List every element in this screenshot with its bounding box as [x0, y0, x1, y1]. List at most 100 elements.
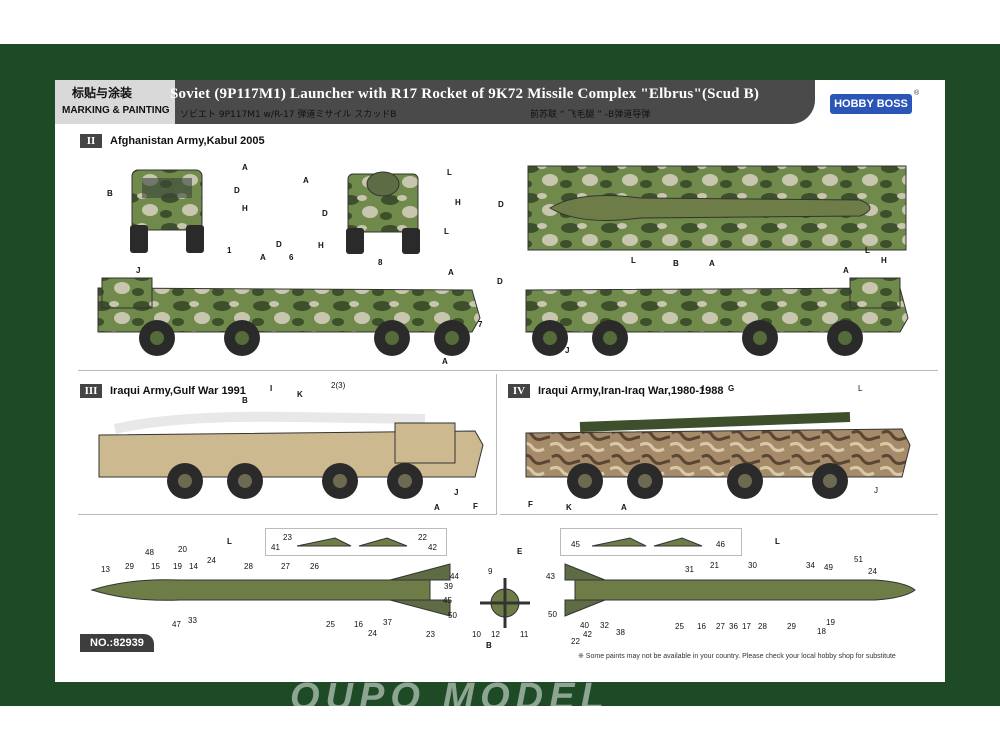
- watermark: OUPO MODEL: [290, 676, 610, 718]
- callout: L: [631, 256, 636, 265]
- section-iii-frame: [78, 374, 497, 515]
- callout: 43: [546, 572, 555, 581]
- callout: 28: [758, 622, 767, 631]
- callout: G: [728, 384, 735, 393]
- header-zh-label: 标贴与涂装: [72, 86, 133, 100]
- callout: 26: [310, 562, 319, 571]
- product-number: NO.:82939: [80, 634, 154, 652]
- callout: L: [775, 537, 780, 546]
- callout: 2(3): [331, 381, 346, 390]
- top-border: [0, 0, 1000, 44]
- subtitle-jp: ソビエト 9P117M1 w/R-17 弾道ミサイル スカッドB: [180, 110, 397, 120]
- callout: K: [297, 390, 303, 399]
- callout: 24: [868, 567, 877, 576]
- callout: H: [242, 204, 248, 213]
- callout: 27: [281, 562, 290, 571]
- callout: L: [444, 227, 449, 236]
- callout: 11: [520, 630, 529, 639]
- section-iv-label: Iraqui Army,Iran-Iraq War,1980-1988: [538, 385, 724, 397]
- paint-note: ※ Some paints may not be available in yo…: [578, 653, 896, 660]
- bottom-border: [0, 706, 1000, 750]
- truck-rear-view: [346, 171, 420, 254]
- callout: J: [565, 346, 570, 355]
- callout: 47: [172, 620, 181, 629]
- callout: 42: [583, 630, 592, 639]
- callout: 50: [448, 611, 457, 620]
- section-iv-frame: [500, 374, 938, 515]
- callout: B: [242, 396, 248, 405]
- callout: I: [270, 384, 273, 393]
- callout: 42: [428, 543, 437, 552]
- callout: 13: [101, 565, 110, 574]
- callout: 27: [716, 622, 725, 631]
- truck-front-view-1: [130, 169, 204, 253]
- callout: 49: [824, 563, 833, 572]
- truck-side-view-left: [97, 277, 481, 356]
- callout: A: [621, 503, 627, 512]
- callout: 16: [697, 622, 706, 631]
- callout: 22: [571, 637, 580, 646]
- callout: A: [843, 266, 849, 275]
- callout: D: [497, 277, 503, 286]
- callout: 19: [826, 618, 835, 627]
- callout: 24: [368, 629, 377, 638]
- section-ii-label: Afghanistan Army,Kabul 2005: [110, 135, 265, 147]
- callout: D: [498, 200, 504, 209]
- callout: L: [227, 537, 232, 546]
- callout: H: [455, 198, 461, 207]
- callout: 41: [271, 543, 280, 552]
- callout: 48: [145, 548, 154, 557]
- callout: B: [107, 189, 113, 198]
- registered-mark: ®: [914, 90, 920, 97]
- decal-fin-right: [591, 537, 703, 547]
- hobbyboss-logo: HOBBY BOSS: [830, 94, 912, 114]
- callout: 14: [189, 562, 198, 571]
- callout: 19: [173, 562, 182, 571]
- section-ii-frame: [78, 130, 938, 371]
- callout: 15: [151, 562, 160, 571]
- missile-tail-view: [480, 578, 530, 628]
- callout: 17: [742, 622, 751, 631]
- header-en-label: MARKING & PAINTING: [62, 105, 170, 116]
- callout: L: [865, 246, 870, 255]
- truck-top-view: [527, 165, 907, 251]
- callout: B: [486, 641, 492, 650]
- callout: 28: [244, 562, 253, 571]
- sheet-subtitle: ソビエト 9P117M1 w/R-17 弾道ミサイル スカッドB 前苏联 “ 飞…: [180, 107, 810, 120]
- callout: 23: [426, 630, 435, 639]
- header-bar: [55, 80, 815, 124]
- callout: F: [528, 500, 533, 509]
- callout: 6: [289, 253, 294, 262]
- section-iii-number: III: [80, 384, 102, 398]
- callout: A: [434, 503, 440, 512]
- callout: 18: [817, 627, 826, 636]
- header-label-box: [55, 80, 175, 124]
- callout: 1: [227, 246, 232, 255]
- sheet-title: Soviet (9P117M1) Launcher with R17 Rocke…: [170, 86, 760, 102]
- callout: 25: [326, 620, 335, 629]
- callout: J: [136, 266, 141, 275]
- callout: J: [874, 486, 878, 495]
- callout: 31: [685, 565, 694, 574]
- callout: L: [858, 384, 863, 393]
- callout: 40: [580, 621, 589, 630]
- section-ii-number: II: [80, 134, 102, 148]
- decal-box-right: [560, 528, 742, 556]
- callout: 7: [478, 320, 483, 329]
- callout: 20: [178, 545, 187, 554]
- callout: A: [242, 163, 248, 172]
- subtitle-zh: 前苏联 “ 飞毛腿 ” -B弹道导弹: [530, 110, 651, 120]
- callout: D: [234, 186, 240, 195]
- callout: D: [276, 240, 282, 249]
- callout: L: [447, 168, 452, 177]
- truck-side-view-brown: [525, 412, 911, 499]
- decal-fin-left: [296, 537, 408, 547]
- callout: 21: [710, 561, 719, 570]
- callout: 36: [729, 622, 738, 631]
- callout: 8: [378, 258, 383, 267]
- callout: 45: [443, 596, 452, 605]
- missile-right: [564, 563, 916, 617]
- decal-box-left: [265, 528, 447, 556]
- callout: 32: [600, 621, 609, 630]
- truck-side-view-sand: [98, 411, 484, 499]
